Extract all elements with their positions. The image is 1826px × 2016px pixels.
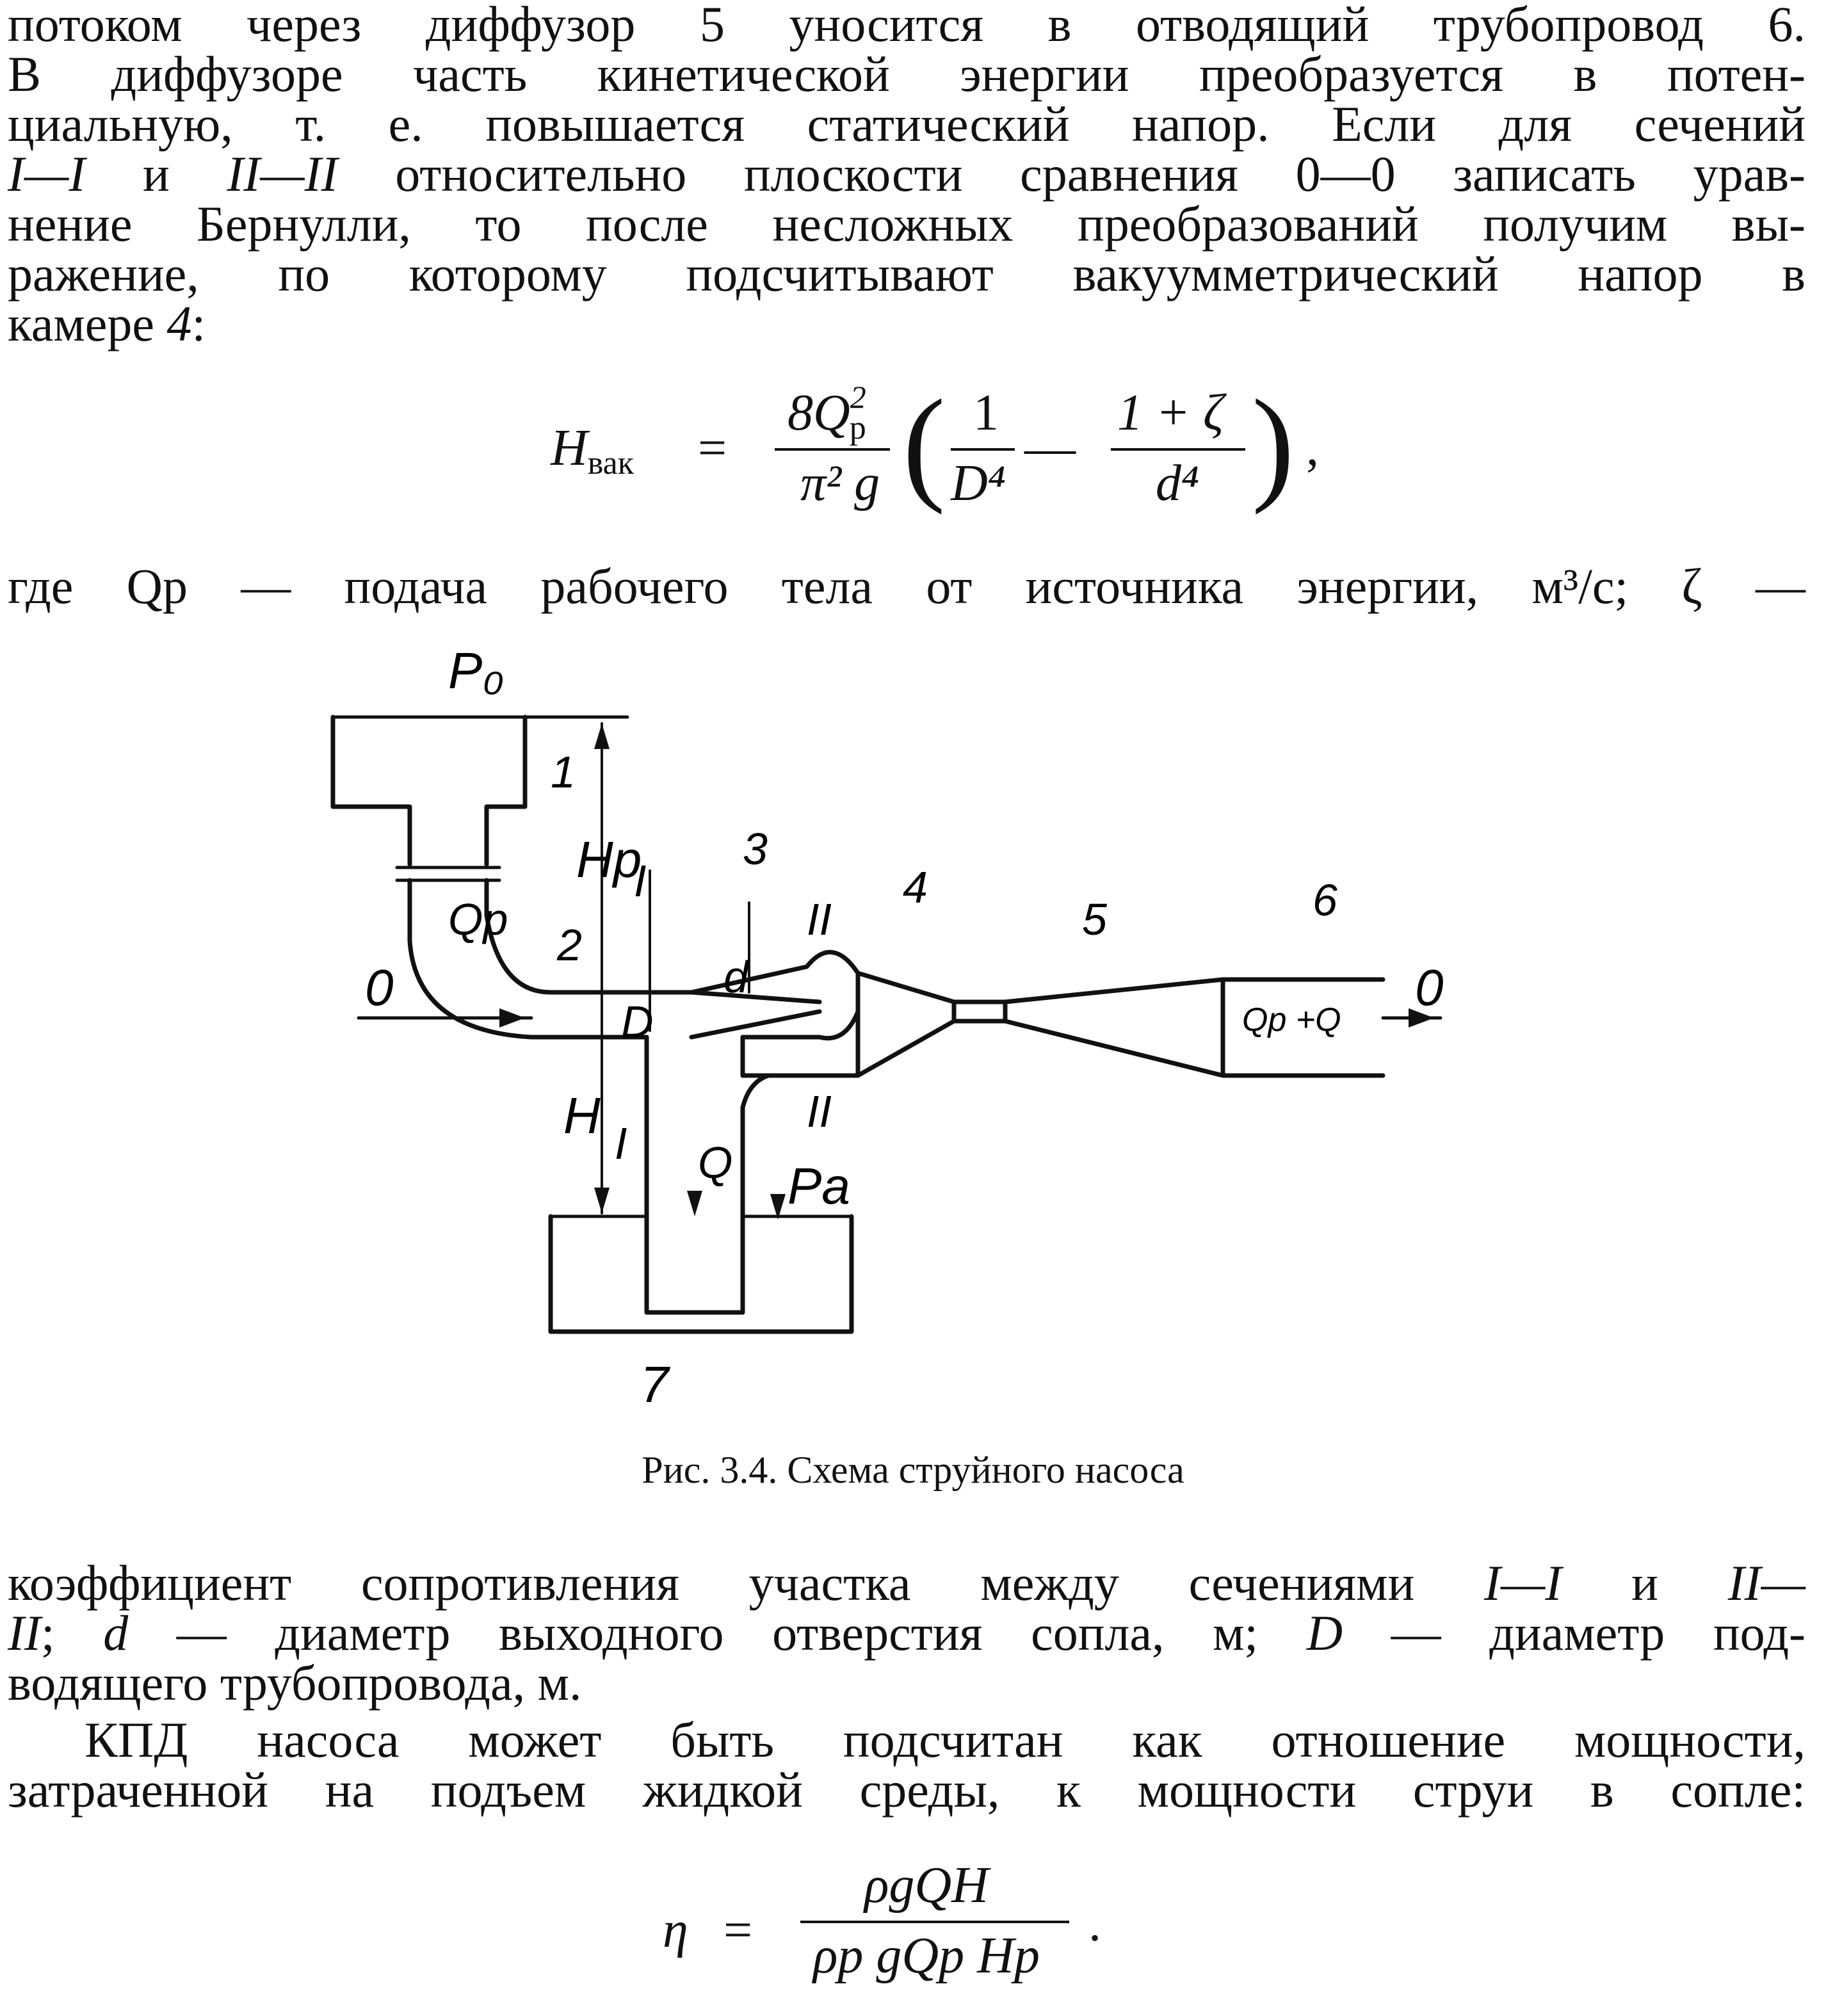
label-zero-right: 0 — [1415, 959, 1444, 1016]
lower-tank — [548, 1214, 854, 1334]
paren-left: ( — [903, 374, 946, 515]
formula-numerator: 8Q2р — [788, 379, 866, 446]
label-d-big: D — [621, 997, 654, 1047]
text-run: коэффициент сопротивления участка между … — [8, 1555, 1485, 1611]
inner-den2: d⁴ — [1156, 455, 1199, 512]
formula-denominator: π² g — [800, 455, 880, 512]
jet-pump-diagram: P₀ 1 Hp Qp 2 I d 3 II 4 5 6 0 0 Qp +Q D … — [330, 642, 1444, 1413]
para2-line1: коэффициент сопротивления участка между … — [8, 1558, 1806, 1608]
para3-line2: затраченной на подъем жидкой среды, к мо… — [8, 1762, 1806, 1818]
label-3: 3 — [743, 824, 768, 874]
label-h: H — [563, 1087, 601, 1144]
para2-line3: водящего трубопровода, м. — [8, 1655, 582, 1711]
text-run: : — [191, 296, 206, 351]
symbol-D: D — [1306, 1605, 1343, 1661]
label-pa: Pa — [788, 1157, 850, 1214]
fraction-bar — [775, 448, 890, 451]
upper-tank — [330, 714, 528, 867]
para2-line2: II; d — диаметр выходного отверстия сопл… — [8, 1608, 1806, 1658]
formula-eq: = — [723, 1902, 753, 1958]
label-flow-out: Qp +Q — [1242, 1001, 1341, 1038]
para1-line5: нение Бернулли, то после несложных преоб… — [8, 196, 1806, 252]
outlet-pipe — [1220, 977, 1386, 1078]
formula-dot: . — [1088, 1896, 1101, 1952]
para1-line1: потоком через диффузор 5 уносится в отво… — [8, 0, 1806, 52]
text-run: — диаметр под- — [1343, 1605, 1806, 1661]
label-sec2-bot: II — [807, 1086, 832, 1136]
label-p0: P₀ — [448, 642, 504, 699]
section-ref: I—I — [1484, 1555, 1562, 1611]
label-d-small: d — [723, 952, 750, 1002]
fraction-bar — [1111, 448, 1245, 451]
label-sec1-bot: I — [615, 1118, 627, 1168]
vacuum-head-formula: Hвак = 8Q2р π² g ( 1 D⁴ — 1 + ζ d⁴ ) , — [0, 359, 1826, 538]
efficiency-numerator: ρgQH — [864, 1857, 989, 1914]
para1-line7: камере 4: — [8, 299, 1806, 349]
nozzle — [689, 990, 822, 1040]
inner-den1: D⁴ — [951, 455, 1006, 512]
figure-caption: Рис. 3.4. Схема струйного насоса — [642, 1449, 1184, 1491]
para1-line6: ражение, по которому подсчитывают вакуум… — [8, 246, 1806, 302]
label-q: Q — [698, 1138, 732, 1188]
formula-lhs: Hвак — [551, 420, 634, 481]
section-ref: I—I — [8, 146, 86, 202]
section-ref: II— — [1727, 1555, 1806, 1611]
text-run: — диаметр выходного отверстия сопла, м; — [128, 1605, 1307, 1661]
para1-line4: I—I и II—II относительно плоскости сравн… — [8, 149, 1806, 199]
label-sec1-top: I — [634, 856, 646, 906]
para1-line3: циальную, т. е. повышается статический н… — [8, 96, 1806, 152]
text-run: ; — [40, 1605, 104, 1661]
inner-num2: 1 + ζ — [1117, 385, 1224, 441]
para1-line2: В диффузоре часть кинетической энергии п… — [8, 46, 1806, 102]
label-6: 6 — [1313, 875, 1337, 925]
formula-eq: = — [698, 420, 727, 476]
diffuser — [855, 971, 1225, 1078]
label-4: 4 — [903, 862, 928, 912]
where-line: где Qр — подача рабочего тела от источни… — [8, 558, 1806, 614]
text-run: относительно плоскости сравнения 0—0 зап… — [337, 146, 1806, 202]
chamber-ref: 4 — [166, 296, 192, 351]
label-qp: Qp — [448, 894, 508, 944]
label-zero-left: 0 — [365, 959, 394, 1016]
label-hp: Hp — [576, 831, 642, 888]
text-run: и — [1562, 1555, 1728, 1611]
label-2: 2 — [556, 920, 582, 970]
efficiency-formula: η = ρgQH ρр gQр Hр . — [0, 1857, 1826, 2010]
text-run: и — [85, 146, 227, 202]
mixing-chamber — [740, 971, 860, 1078]
formula-comma: , — [1306, 420, 1319, 476]
elbow-pipe — [407, 878, 604, 1040]
paren-right: ) — [1252, 374, 1295, 515]
fraction-bar — [800, 1921, 1069, 1923]
formula-minus: — — [1024, 420, 1076, 476]
inner-num1: 1 — [973, 385, 999, 441]
section-ref: II — [8, 1605, 41, 1661]
text-run: камере — [8, 296, 167, 351]
efficiency-denominator: ρр gQр Hр — [813, 1928, 1040, 1984]
label-sec2-top: II — [807, 894, 832, 944]
label-5: 5 — [1082, 894, 1108, 944]
label-7: 7 — [640, 1356, 670, 1413]
fraction-bar — [951, 448, 1015, 451]
suction-pipe — [644, 1035, 771, 1315]
label-1: 1 — [551, 747, 576, 797]
symbol-d: d — [103, 1605, 129, 1661]
eta-symbol: η — [663, 1902, 688, 1958]
para3-line1: КПД насоса может быть подсчитан как отно… — [85, 1712, 1806, 1768]
section-ref: II—II — [227, 146, 338, 202]
